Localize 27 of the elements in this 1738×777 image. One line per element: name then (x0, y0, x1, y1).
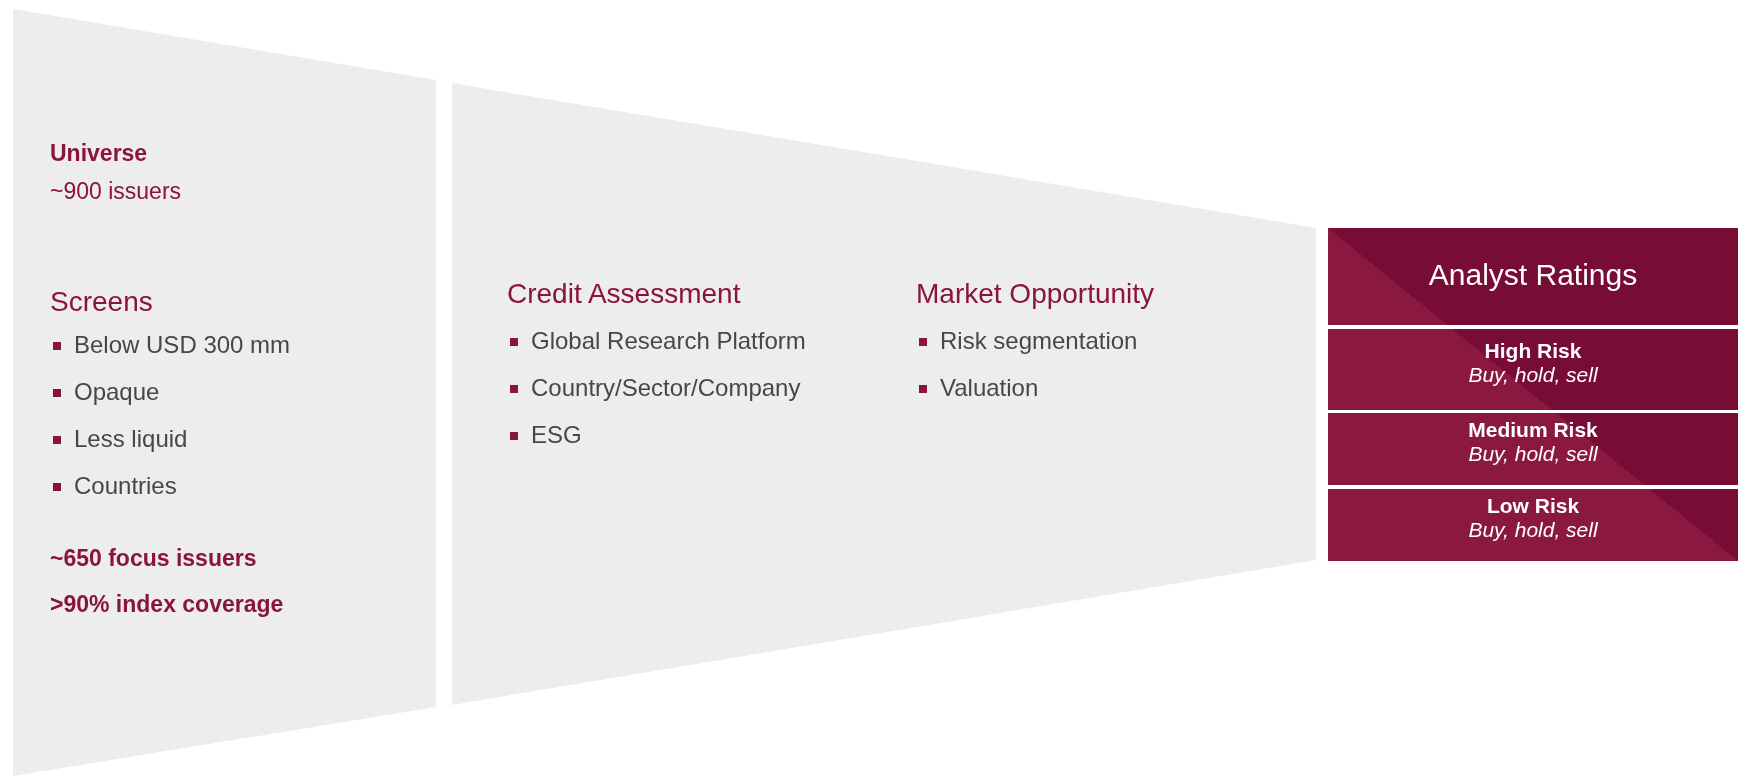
bullet-item: ESG (507, 421, 582, 450)
rating-title: High Risk (1484, 339, 1582, 363)
bullet-item: Below USD 300 mm (50, 331, 291, 360)
rating-actions: Buy, hold, sell (1468, 442, 1598, 466)
highlight-text: ~650 focus issuers (50, 545, 257, 573)
section-heading: Market Opportunity (916, 277, 1155, 311)
section-heading: Screens (50, 285, 153, 319)
highlight-text: >90% index coverage (50, 591, 284, 619)
bullet-item: Less liquid (50, 425, 188, 454)
rating-title: Medium Risk (1468, 418, 1598, 442)
bullet-item: Global Research Platform (507, 327, 806, 356)
rating-band (1328, 413, 1738, 485)
rating-title: Low Risk (1486, 494, 1580, 518)
bullet-item: Opaque (50, 378, 160, 407)
bullet-item: Countries (50, 472, 177, 501)
rating-actions: Buy, hold, sell (1468, 518, 1598, 542)
rating-band (1328, 489, 1738, 561)
section-heading: Credit Assessment (507, 277, 741, 311)
rating-band (1328, 329, 1738, 410)
bullet-item: Country/Sector/Company (507, 374, 801, 403)
bullet-item: Valuation (916, 374, 1039, 403)
band-title: Analyst Ratings (1428, 258, 1638, 292)
subheading: ~900 issuers (50, 178, 182, 206)
rating-actions: Buy, hold, sell (1468, 363, 1598, 387)
header-band (1328, 228, 1738, 325)
bullet-item: Risk segmentation (916, 327, 1138, 356)
heading: Universe (50, 140, 148, 168)
